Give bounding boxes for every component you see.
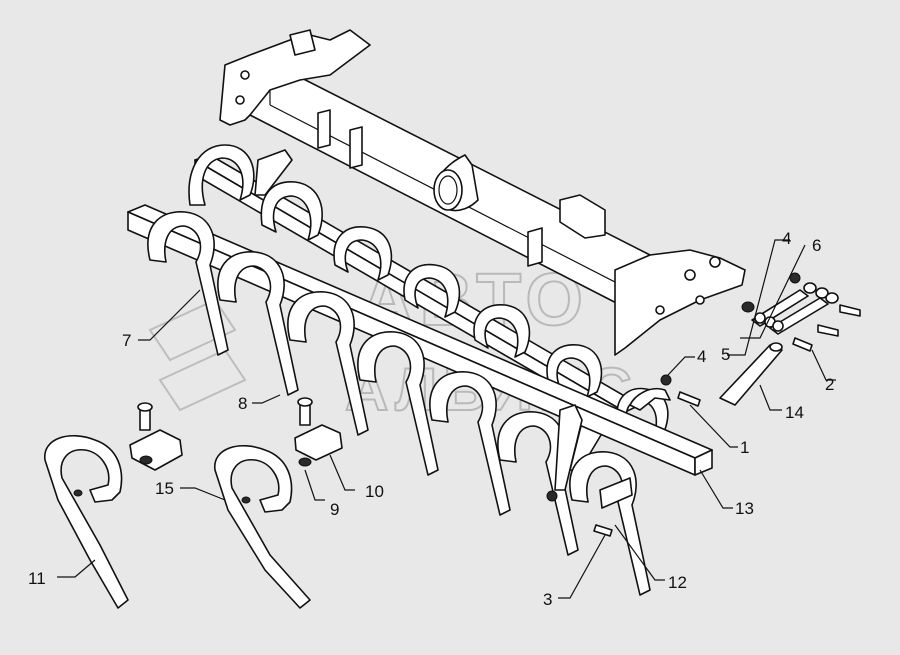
callout-9: 9: [330, 500, 339, 519]
callout-4-lower: 4: [697, 347, 706, 366]
callout-12: 12: [668, 573, 687, 592]
callout-5: 5: [721, 345, 730, 364]
callout-6: 6: [812, 236, 821, 255]
callout-10: 10: [365, 482, 384, 501]
loose-parts: [44, 397, 613, 609]
leader-lines: [57, 239, 836, 599]
callout-7: 7: [122, 331, 131, 350]
callout-1: 1: [740, 438, 749, 457]
callout-2: 2: [825, 375, 834, 394]
callout-14: 14: [785, 403, 804, 422]
callout-4-upper: 4: [782, 229, 791, 248]
front-tine-bar: [127, 204, 713, 596]
main-frame-beam: [219, 29, 746, 356]
callout-8: 8: [238, 394, 247, 413]
callout-15: 15: [155, 479, 174, 498]
callout-13: 13: [735, 499, 754, 518]
callout-3: 3: [543, 590, 552, 609]
callout-labels: 7 8 11 15 9 10 3 12 13 1 4 5 4 6 2 14: [28, 229, 834, 609]
rear-tine-bar: [188, 144, 669, 471]
callout-11: 11: [28, 569, 46, 588]
right-hardware: [660, 272, 861, 407]
